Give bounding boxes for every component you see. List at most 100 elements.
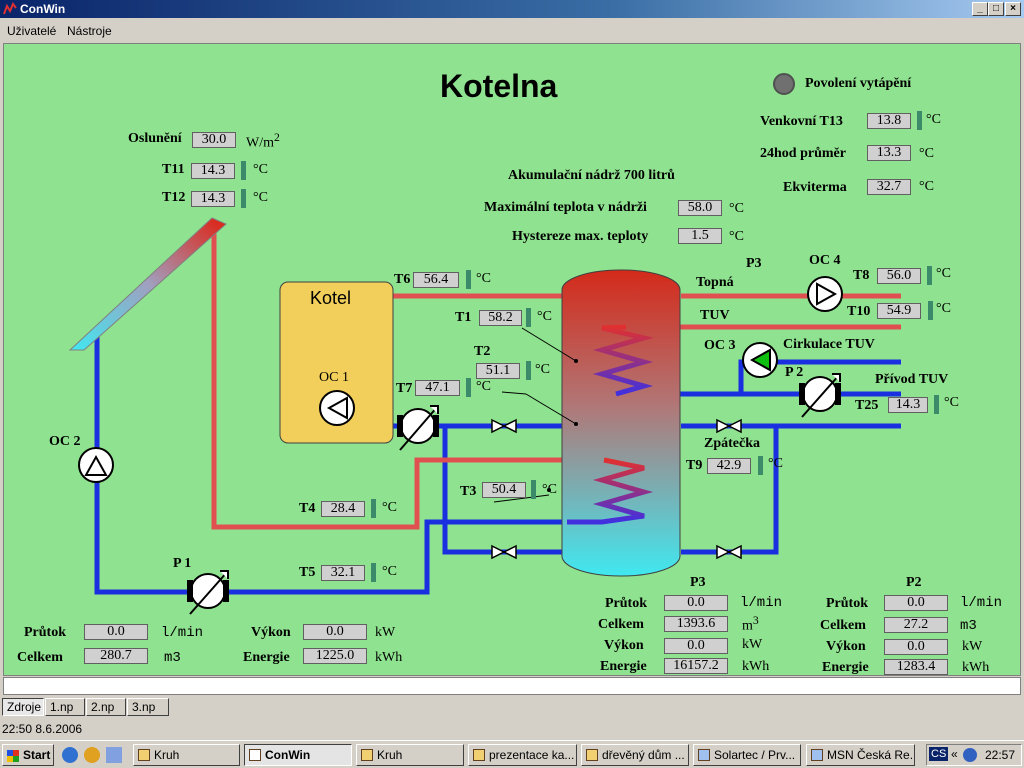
p3-total-value: 1393.6: [664, 616, 728, 632]
language-indicator[interactable]: CS: [929, 747, 949, 761]
avg24-unit: °C: [919, 146, 934, 161]
t8-value: 56.0: [877, 268, 921, 284]
task-label: Solartec / Prv...: [714, 748, 796, 762]
task-label: ConWin: [265, 748, 311, 762]
tab-zdroje[interactable]: Zdroje: [2, 698, 44, 716]
p1-power-value: 0.0: [303, 624, 367, 640]
t25-label: T25: [855, 398, 879, 413]
outdoor-value: 13.8: [867, 113, 911, 129]
menu-tools[interactable]: Nástroje: [67, 24, 112, 38]
floor-tabs: Zdroje 1.np 2.np 3.np: [0, 696, 1024, 718]
window-icon: [361, 749, 373, 761]
t25-value: 14.3: [888, 397, 928, 413]
max-temp-value[interactable]: 58.0: [678, 200, 722, 216]
circulation-label: Cirkulace TUV: [783, 337, 875, 352]
piping-diagram: [68, 73, 901, 615]
hysteresis-value[interactable]: 1.5: [678, 228, 722, 244]
task-kruh[interactable]: Kruh: [356, 744, 464, 766]
t7-indicator: [466, 378, 471, 397]
p2-power-unit: kW: [962, 639, 983, 654]
p3-stats-title: P3: [690, 575, 706, 590]
p2-energy-unit: kWh: [962, 660, 990, 675]
command-input[interactable]: [3, 677, 1021, 695]
maximize-button[interactable]: □: [988, 2, 1004, 16]
t3-unit: °C: [542, 482, 557, 497]
p3-flow-value: 0.0: [664, 595, 728, 611]
task-label: Kruh: [377, 748, 403, 762]
t4-value: 28.4: [321, 501, 365, 517]
t6-label: T6: [394, 272, 411, 287]
minimize-button[interactable]: _: [972, 2, 988, 16]
p1-power-label: Výkon: [251, 625, 291, 640]
task-dreveny-dum[interactable]: dřevěný dům ...: [581, 744, 689, 766]
p2-flow-label: Průtok: [826, 596, 868, 611]
t10-value: 54.9: [877, 303, 921, 319]
tab-3np[interactable]: 3.np: [127, 698, 169, 716]
t5-label: T5: [299, 565, 316, 580]
clock: 22:57: [985, 748, 1016, 762]
hysteresis-unit: °C: [729, 229, 744, 244]
solar-label: Oslunění: [128, 131, 182, 146]
t11-unit: °C: [253, 162, 268, 177]
menu-users[interactable]: Uživatelé: [7, 24, 57, 38]
t1-label: T1: [455, 310, 472, 325]
avg24-value: 13.3: [867, 145, 911, 161]
volume-icon[interactable]: [963, 748, 977, 762]
ekviterma-label: Ekviterma: [783, 180, 847, 195]
t5-unit: °C: [382, 564, 397, 579]
task-solartec[interactable]: Solartec / Prv...: [693, 744, 801, 766]
t11-indicator: [241, 161, 246, 180]
outdoor-label: Venkovní T13: [760, 114, 843, 129]
close-button[interactable]: ×: [1005, 2, 1021, 16]
heating-enable-label: Povolení vytápění: [805, 76, 912, 91]
p1-power-unit: kW: [375, 625, 396, 640]
media-player-icon[interactable]: [84, 747, 100, 763]
t7-unit: °C: [476, 379, 491, 394]
task-label: MSN Česká Re...: [827, 748, 915, 762]
start-label: Start: [23, 748, 51, 762]
folder-icon: [138, 749, 150, 761]
t9-indicator: [758, 456, 763, 475]
t3-value: 50.4: [482, 482, 526, 498]
ekviterma-value: 32.7: [867, 179, 911, 195]
p1-total-unit: m3: [164, 650, 181, 666]
task-kruh-folder[interactable]: Kruh: [133, 744, 240, 766]
ie-icon[interactable]: [62, 747, 78, 763]
system-tray: CS « 22:57: [926, 744, 1022, 766]
max-temp-label: Maximální teplota v nádrži: [484, 200, 647, 215]
task-conwin[interactable]: ConWin: [244, 744, 352, 766]
task-msn[interactable]: MSN Česká Re...: [806, 744, 915, 766]
task-label: dřevěný dům ...: [602, 748, 685, 762]
tab-2np[interactable]: 2.np: [86, 698, 126, 716]
solar-collector: [68, 217, 227, 351]
p2-flow-unit: l/min: [960, 595, 1003, 611]
task-prezentace[interactable]: prezentace ka...: [468, 744, 577, 766]
start-button[interactable]: Start: [2, 744, 54, 766]
t2-unit: °C: [535, 362, 550, 377]
t8-indicator: [927, 266, 932, 285]
p2-energy-label: Energie: [822, 660, 869, 675]
p1-flow-label: Průtok: [24, 625, 66, 640]
desktop-icon[interactable]: [106, 747, 122, 763]
p2-total-value: 27.2: [884, 617, 948, 633]
p3-power-label: Výkon: [604, 638, 644, 653]
tuv-label: TUV: [700, 308, 730, 323]
window-title: ConWin: [20, 2, 66, 16]
tab-1np[interactable]: 1.np: [45, 698, 85, 716]
t8-label: T8: [853, 268, 870, 283]
p3-flow-label: Průtok: [605, 596, 647, 611]
p1-energy-unit: kWh: [375, 650, 403, 665]
boiler-room-panel: Kotelna Povolení vytápění Oslunění 30.0 …: [3, 43, 1021, 676]
browser-icon: [811, 749, 823, 761]
t1-indicator: [526, 308, 531, 327]
tray-expand-icon[interactable]: «: [951, 747, 958, 761]
t12-indicator: [241, 189, 246, 208]
heating-enable-lamp[interactable]: [773, 73, 795, 95]
title-bar: ConWin _ □ ×: [0, 0, 1024, 18]
supply-tuv-label: Přívod TUV: [875, 372, 949, 387]
oc4-label: OC 4: [809, 253, 841, 268]
t5-value: 32.1: [321, 565, 365, 581]
oc3-label: OC 3: [704, 338, 736, 353]
solar-value: 30.0: [192, 132, 236, 148]
oc1-label: OC 1: [319, 370, 349, 385]
